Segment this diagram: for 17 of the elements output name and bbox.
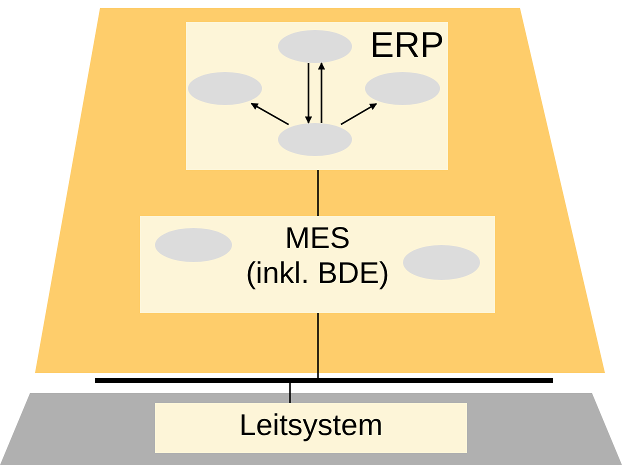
connector-line bbox=[317, 313, 319, 378]
connector-line bbox=[317, 170, 319, 216]
trapezoid-band bbox=[35, 8, 605, 373]
box-label: ERP bbox=[370, 24, 444, 66]
trapezoid-band bbox=[0, 393, 622, 465]
box-label: Leitsystem bbox=[239, 409, 383, 444]
connector-line bbox=[289, 383, 291, 403]
arrow bbox=[340, 103, 378, 126]
arrow bbox=[250, 102, 290, 126]
system-box bbox=[186, 22, 448, 170]
bus-bar bbox=[95, 378, 553, 383]
box-label: MES (inkl. BDE) bbox=[246, 222, 390, 291]
arrow bbox=[318, 62, 326, 123]
system-box bbox=[155, 403, 467, 453]
ellipse-shape bbox=[188, 72, 262, 105]
arrow bbox=[304, 63, 312, 124]
system-box bbox=[140, 216, 495, 313]
